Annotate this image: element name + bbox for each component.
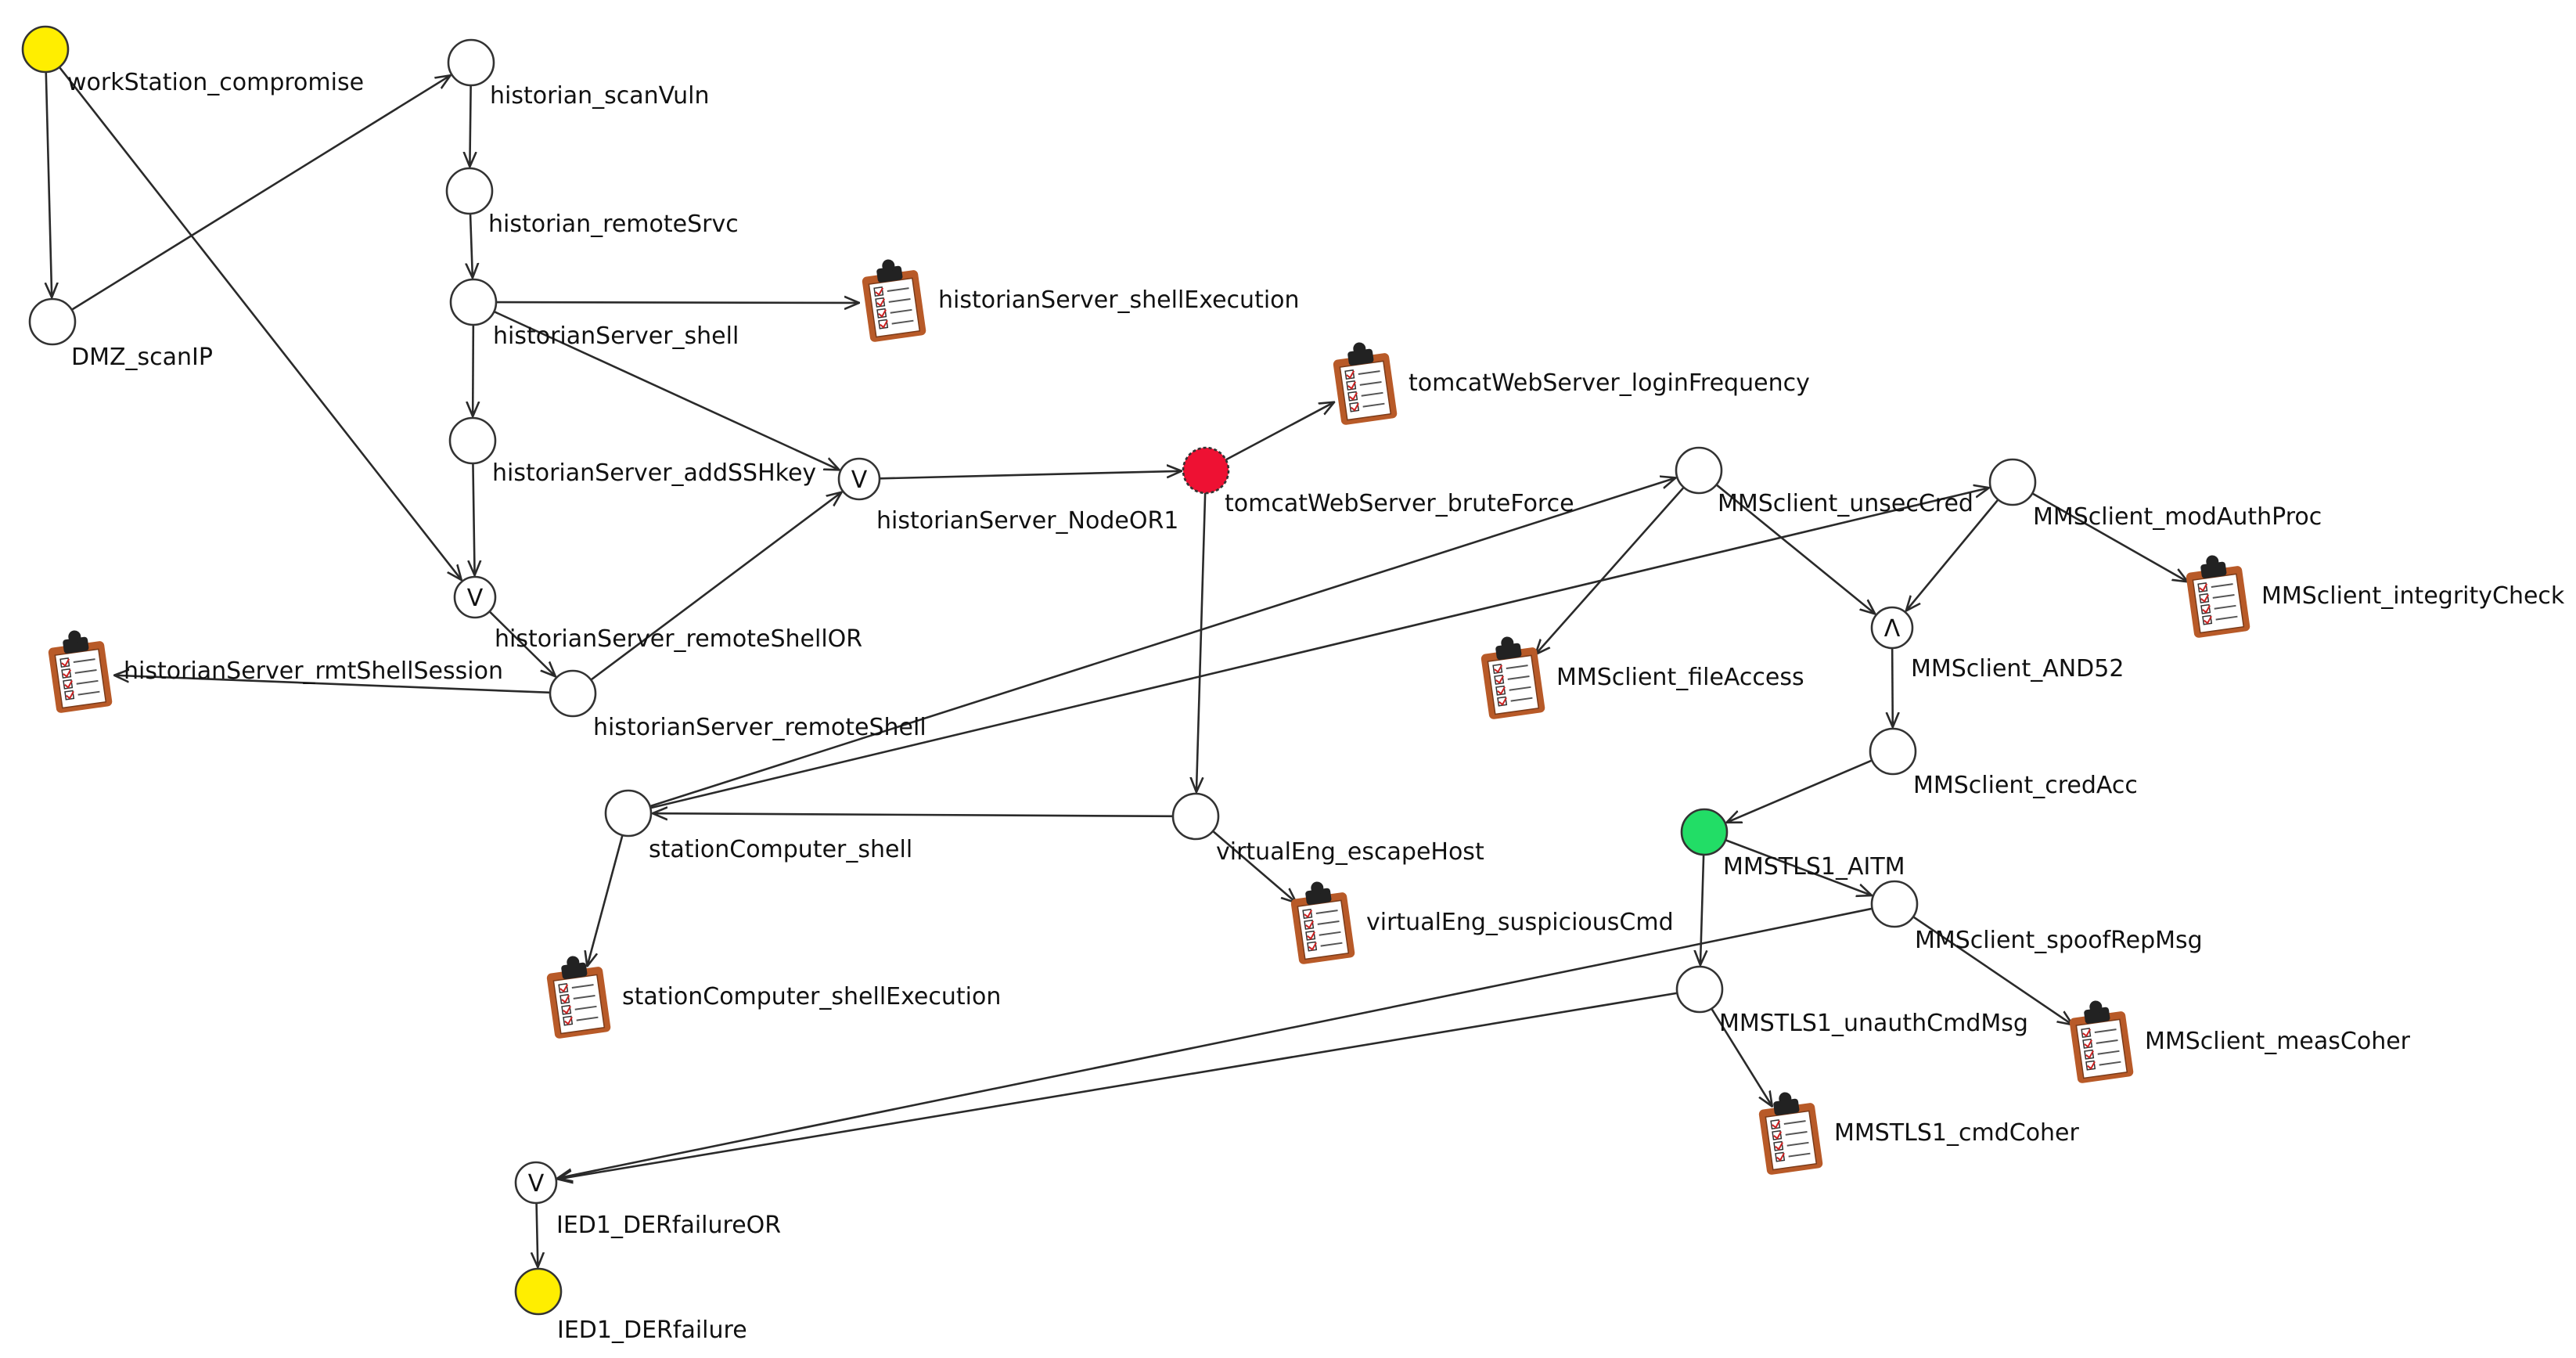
edge-MMSclient_unsecCred-to-MMSclient_AND52 [1715, 484, 1875, 614]
label-MMSTLS1_AITM: MMSTLS1_AITM [1723, 853, 1905, 881]
clipboard-icon-virtualEng_suspiciousCmd[interactable] [1289, 878, 1355, 965]
edge-MMSclient_credAcc-to-MMSTLS1_AITM [1727, 759, 1873, 822]
edge-historianServer_NodeOR1-to-tomcatWebServer_bruteForce [879, 471, 1182, 480]
label-historian_remoteSrvc: historian_remoteSrvc [488, 211, 739, 238]
edge-DMZ_scanIP-to-historian_scanVuln [70, 75, 451, 311]
label-MMSclient_unsecCred: MMSclient_unsecCred [1718, 490, 1973, 517]
edge-historianServer_shell-to-historianServer_NodeOR1 [493, 310, 839, 470]
node-MMSclient_spoofRepMsg[interactable] [1870, 880, 1919, 928]
edge-MMSclient_modAuthProc-to-MMSclient_integrityCheck [2031, 492, 2188, 582]
edge-stationComputer_shell-to-stationComputer_shellExecution [587, 834, 624, 967]
label-MMSTLS1_unauthCmdMsg: MMSTLS1_unauthCmdMsg [1719, 1010, 2028, 1037]
edge-MMSTLS1_unauthCmdMsg-to-IED1_DERfailureOR [558, 992, 1678, 1180]
label-MMSclient_integrityCheck: MMSclient_integrityCheck [2261, 582, 2565, 610]
edge-virtualEng_escapeHost-to-virtualEng_suspiciousCmd [1212, 830, 1297, 902]
edge-workStation_compromise-to-DMZ_scanIP [46, 71, 52, 297]
edge-historian_remoteSrvc-to-historianServer_shell [470, 213, 473, 278]
edge-MMSTLS1_unauthCmdMsg-to-MMSTLS1_cmdCoher [1711, 1007, 1772, 1107]
label-MMSTLS1_cmdCoher: MMSTLS1_cmdCoher [1834, 1119, 2080, 1147]
clipboard-icon-tomcatWebServer_loginFrequency[interactable] [1331, 339, 1398, 426]
node-MMSTLS1_unauthCmdMsg[interactable] [1675, 965, 1724, 1014]
edge-MMSclient_spoofRepMsg-to-IED1_DERfailureOR [557, 907, 1873, 1179]
label-historianServer_shell: historianServer_shell [493, 322, 739, 350]
label-historianServer_NodeOR1: historianServer_NodeOR1 [876, 507, 1178, 535]
label-MMSclient_measCoher: MMSclient_measCoher [2145, 1028, 2411, 1055]
label-stationComputer_shellExecution: stationComputer_shellExecution [622, 983, 1001, 1010]
edge-tomcatWebServer_bruteForce-to-tomcatWebServer_loginFrequency [1225, 402, 1335, 461]
clipboard-icon-stationComputer_shellExecution[interactable] [545, 953, 611, 1039]
node-historian_scanVuln[interactable] [447, 38, 495, 87]
edge-IED1_DERfailureOR-to-IED1_DERfailure [537, 1202, 538, 1267]
edge-MMSclient_modAuthProc-to-MMSclient_AND52 [1906, 499, 1999, 611]
node-tomcatWebServer_bruteForce[interactable] [1182, 446, 1230, 495]
edge-virtualEng_escapeHost-to-stationComputer_shell [653, 813, 1174, 816]
clipboard-icon-MMSTLS1_cmdCoher[interactable] [1757, 1089, 1823, 1176]
label-MMSclient_credAcc: MMSclient_credAcc [1913, 772, 2138, 799]
label-historianServer_remoteShell: historianServer_remoteShell [593, 714, 926, 741]
node-MMSTLS1_AITM[interactable] [1680, 808, 1729, 856]
label-historian_scanVuln: historian_scanVuln [490, 82, 710, 110]
node-DMZ_scanIP[interactable] [28, 297, 77, 346]
label-virtualEng_escapeHost: virtualEng_escapeHost [1216, 838, 1484, 866]
edges-layer [46, 67, 2188, 1267]
edge-MMSclient_AND52-to-MMSclient_credAcc [1892, 647, 1893, 727]
node-historian_remoteSrvc[interactable] [445, 167, 494, 215]
clipboard-icon-MMSclient_fileAccess[interactable] [1479, 633, 1545, 720]
clipboard-icon-MMSclient_measCoher[interactable] [2067, 997, 2134, 1084]
edge-historianServer_shell-to-historianServer_shellExecution [495, 302, 859, 303]
clipboard-icon-MMSclient_integrityCheck[interactable] [2184, 552, 2250, 639]
edge-historianServer_remoteShell-to-historianServer_NodeOR1 [590, 492, 841, 681]
labels-layer: workStation_compromise historian_scanVuln… [67, 69, 2565, 1344]
label-tomcatWebServer_bruteForce: tomcatWebServer_bruteForce [1225, 490, 1574, 517]
label-historianServer_addSSHkey: historianServer_addSSHkey [492, 459, 816, 487]
label-IED1_DERfailureOR: IED1_DERfailureOR [556, 1212, 781, 1239]
nodes-layer: V V Λ V [21, 25, 2250, 1316]
edge-MMSclient_spoofRepMsg-to-MMSclient_measCoher [1912, 916, 2073, 1025]
and-gate-symbol: Λ [1884, 615, 1901, 643]
edge-MMSTLS1_AITM-to-MMSTLS1_unauthCmdMsg [1700, 854, 1704, 965]
node-virtualEng_escapeHost[interactable] [1171, 792, 1220, 841]
label-IED1_DERfailure: IED1_DERfailure [557, 1317, 747, 1344]
label-historianServer_rmtShellSession: historianServer_rmtShellSession [124, 657, 503, 685]
edge-historianServer_remoteShellOR-to-historianServer_remoteShell [488, 611, 556, 676]
edge-stationComputer_shell-to-MMSclient_unsecCred [649, 477, 1676, 808]
edge-tomcatWebServer_bruteForce-to-virtualEng_escapeHost [1196, 492, 1207, 792]
node-historianServer_NodeOR1[interactable]: V [837, 457, 881, 501]
node-IED1_DERfailure[interactable] [514, 1267, 563, 1316]
node-historianServer_remoteShellOR[interactable]: V [453, 575, 497, 619]
node-MMSclient_modAuthProc[interactable] [1988, 458, 2037, 506]
clipboard-icon-historianServer_rmtShellSession[interactable] [46, 627, 113, 714]
edge-historianServer_addSSHkey-to-historianServer_remoteShellOR [473, 463, 474, 575]
or-gate-symbol: V [528, 1170, 545, 1198]
label-tomcatWebServer_loginFrequency: tomcatWebServer_loginFrequency [1409, 369, 1810, 397]
edge-historianServer_remoteShell-to-historianServer_rmtShellSession [114, 675, 551, 694]
label-stationComputer_shell: stationComputer_shell [649, 836, 912, 863]
node-historianServer_addSSHkey[interactable] [448, 416, 497, 465]
label-historianServer_shellExecution: historianServer_shellExecution [938, 286, 1300, 314]
label-virtualEng_suspiciousCmd: virtualEng_suspiciousCmd [1366, 909, 1674, 936]
node-MMSclient_credAcc[interactable] [1869, 727, 1917, 776]
node-MMSclient_unsecCred[interactable] [1675, 446, 1723, 495]
clipboard-icon-historianServer_shellExecution[interactable] [860, 256, 926, 343]
edge-MMSTLS1_AITM-to-MMSclient_spoofRepMsg [1725, 839, 1872, 895]
edge-stationComputer_shell-to-MMSclient_modAuthProc [649, 488, 1989, 809]
node-historianServer_remoteShell[interactable] [549, 669, 597, 718]
label-historianServer_remoteShellOR: historianServer_remoteShellOR [495, 625, 862, 653]
label-workStation_compromise: workStation_compromise [67, 69, 364, 96]
label-MMSclient_fileAccess: MMSclient_fileAccess [1556, 664, 1804, 691]
edge-workStation_compromise-to-historianServer_remoteShellOR [58, 67, 462, 580]
or-gate-symbol: V [467, 585, 484, 612]
label-MMSclient_modAuthProc: MMSclient_modAuthProc [2033, 503, 2322, 531]
label-MMSclient_AND52: MMSclient_AND52 [1911, 655, 2124, 683]
node-workStation_compromise[interactable] [21, 25, 70, 74]
node-IED1_DERfailureOR[interactable]: V [514, 1161, 558, 1205]
label-MMSclient_spoofRepMsg: MMSclient_spoofRepMsg [1915, 927, 2203, 954]
node-stationComputer_shell[interactable] [604, 789, 653, 837]
label-DMZ_scanIP: DMZ_scanIP [71, 344, 213, 371]
node-historianServer_shell[interactable] [449, 278, 498, 326]
or-gate-symbol: V [851, 466, 868, 494]
edge-MMSclient_unsecCred-to-MMSclient_fileAccess [1535, 486, 1685, 654]
node-MMSclient_AND52[interactable]: Λ [1870, 606, 1914, 650]
